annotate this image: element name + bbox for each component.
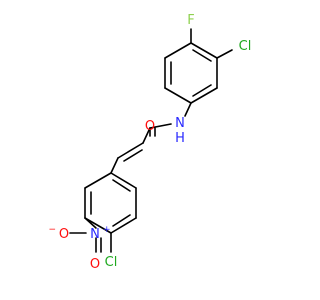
atom-h-amide: H bbox=[175, 131, 185, 146]
atom-o-nitro-left: O bbox=[59, 227, 69, 242]
bond bbox=[110, 172, 137, 189]
bond bbox=[110, 217, 137, 234]
bond-alkene bbox=[117, 142, 144, 159]
atom-o-carbonyl: O bbox=[145, 119, 155, 134]
bond-c-n bbox=[184, 102, 192, 117]
bond bbox=[84, 172, 112, 189]
atom-n-amide: N bbox=[175, 116, 185, 131]
bond bbox=[190, 87, 218, 104]
bond-n-c-carbonyl bbox=[149, 123, 172, 129]
bond bbox=[164, 87, 192, 104]
atom-o-nitro-top: O bbox=[90, 257, 100, 272]
bond-alkene-ring bbox=[110, 157, 119, 174]
structure-svg: F Cl N H O N + O O − Cl bbox=[48, 13, 252, 272]
bond-double-inner bbox=[192, 49, 212, 62]
bond-c-cl bbox=[216, 49, 233, 59]
top-aromatic-ring bbox=[164, 42, 218, 104]
atom-n-nitro: N bbox=[90, 227, 100, 242]
atom-f: F bbox=[187, 13, 194, 28]
bond-double-inner bbox=[112, 179, 131, 192]
atom-cl-top: Cl bbox=[239, 39, 252, 54]
bond-double-inner bbox=[112, 214, 131, 227]
bond bbox=[84, 217, 112, 234]
charge-minus: − bbox=[48, 225, 56, 235]
bottom-aromatic-ring bbox=[84, 172, 137, 234]
charge-plus: + bbox=[103, 225, 111, 235]
molecule-diagram: F Cl N H O N + O O − Cl bbox=[48, 13, 252, 272]
bond-carbonyl-alkene bbox=[142, 127, 151, 144]
bond-alkene-double bbox=[123, 149, 143, 162]
atom-cl-bottom: Cl bbox=[105, 255, 118, 270]
bond-double-inner bbox=[192, 84, 212, 97]
bond bbox=[190, 42, 218, 59]
bond bbox=[164, 42, 192, 59]
bond-c-n-nitro bbox=[84, 217, 97, 229]
